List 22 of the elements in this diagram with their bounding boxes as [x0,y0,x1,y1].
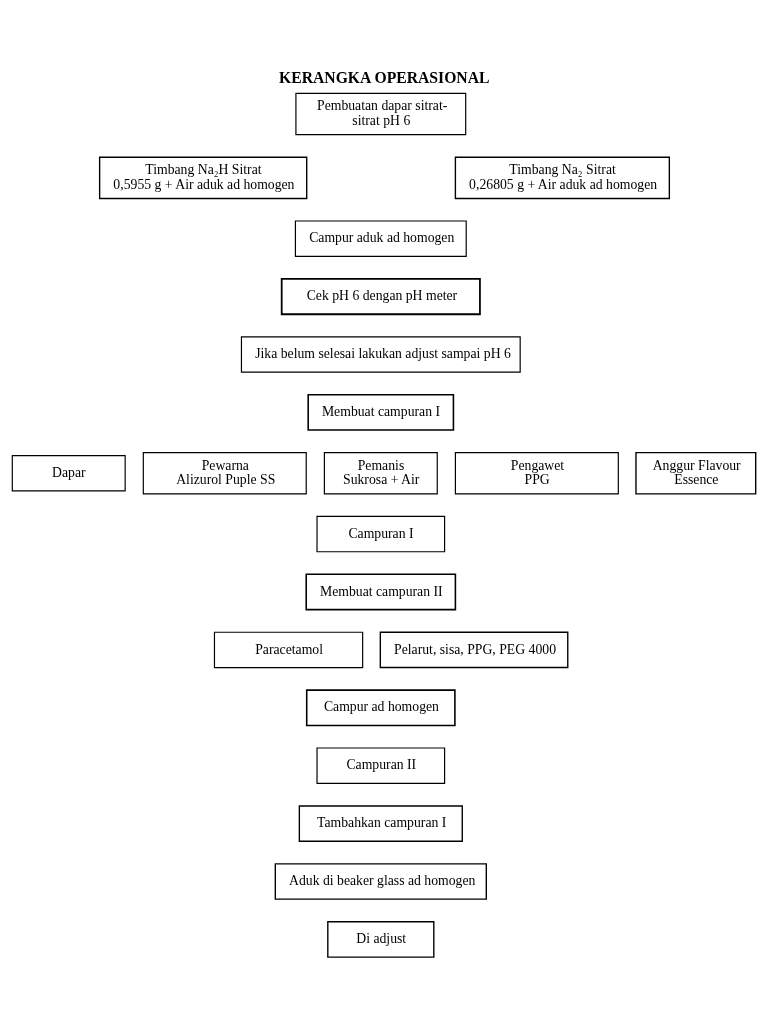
node-box: Membuat campuran II [305,573,457,610]
node-box: Anggur Flavour Essence [635,451,757,495]
node-box: Campuran I [316,515,446,552]
node-box: Campur ad homogen [305,688,456,726]
node-box: Paracetamol [213,631,364,668]
node-box: Cek pH 6 dengan pH meter [280,277,481,315]
node-box: Dapar [11,454,126,491]
node-box: Jika belum selesai lakukan adjust sampai pH 6 [240,335,521,373]
node-box: Membuat campuran I [307,393,455,431]
node-box: Aduk di beaker glass ad homogen [274,862,487,900]
node-box: Di adjust [327,920,435,958]
node-box: Timbang Na₂ Sitrat 0,26805 g + Air aduk ad homogen [454,156,671,199]
node-box: Pembuatan dapar sitrat-sitrat pH 6 [295,92,467,135]
node-box: Campur aduk ad homogen [294,219,467,257]
node-box: Pemanis Sukrosa + Air [323,451,438,494]
node-box: Timbang Na₂H Sitrat 0,5955 g + Air aduk ad homogen [98,156,308,199]
diagram-title: KERANGKA OPERASIONAL [278,68,490,86]
node-box: Pewarna Alizurol Puple SS [142,451,307,494]
node-box: Tambahkan campuran I [298,804,463,842]
node-box: Pengawet PPG [454,451,619,494]
node-box: Pelarut, sisa, PPG, PEG 4000 [379,631,569,668]
node-box: Campuran II [316,746,446,784]
